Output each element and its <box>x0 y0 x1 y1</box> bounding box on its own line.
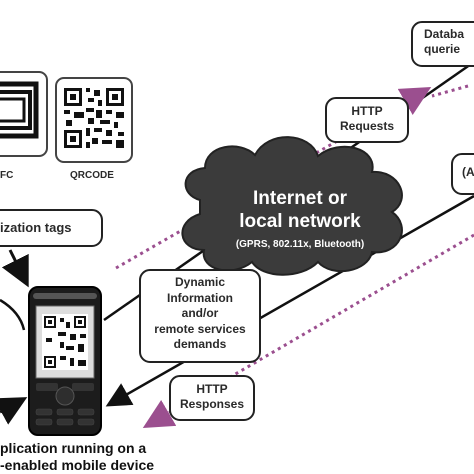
nfc-tag-icon <box>0 71 48 157</box>
http-requests-box <box>325 97 409 143</box>
http-requests-label: HTTP Requests <box>339 104 395 133</box>
left-curve-arrow <box>0 298 26 331</box>
dynamic-info-box <box>139 269 261 363</box>
database-queries-label: Databa querie <box>424 27 465 56</box>
dynamic-info-label: Dynamic Information and/or remote servic… <box>154 275 246 352</box>
cloud-subtitle: (GPRS, 802.11x, Bluetooth) <box>235 239 365 250</box>
qr-code-icon <box>55 77 133 163</box>
response-line <box>105 194 474 407</box>
tags-to-phone-arrow <box>1 249 29 288</box>
tags-label: ization tags <box>0 220 72 235</box>
left-lower-arrow <box>0 397 28 425</box>
tags-box <box>0 209 103 247</box>
http-responses-label: HTTP Responses <box>179 382 245 411</box>
bottom-caption: plication running on a -enabled mobile d… <box>0 440 155 474</box>
cloud-title: Internet or local network <box>239 188 361 232</box>
database-queries-box <box>411 21 474 67</box>
qr-caption: QRCODE <box>70 170 114 181</box>
http-responses-box <box>169 375 255 421</box>
right-partial-label: (A <box>462 165 474 179</box>
mobile-phone-icon <box>28 286 102 436</box>
right-partial-box <box>451 153 474 195</box>
nfc-caption: FC <box>0 170 14 181</box>
